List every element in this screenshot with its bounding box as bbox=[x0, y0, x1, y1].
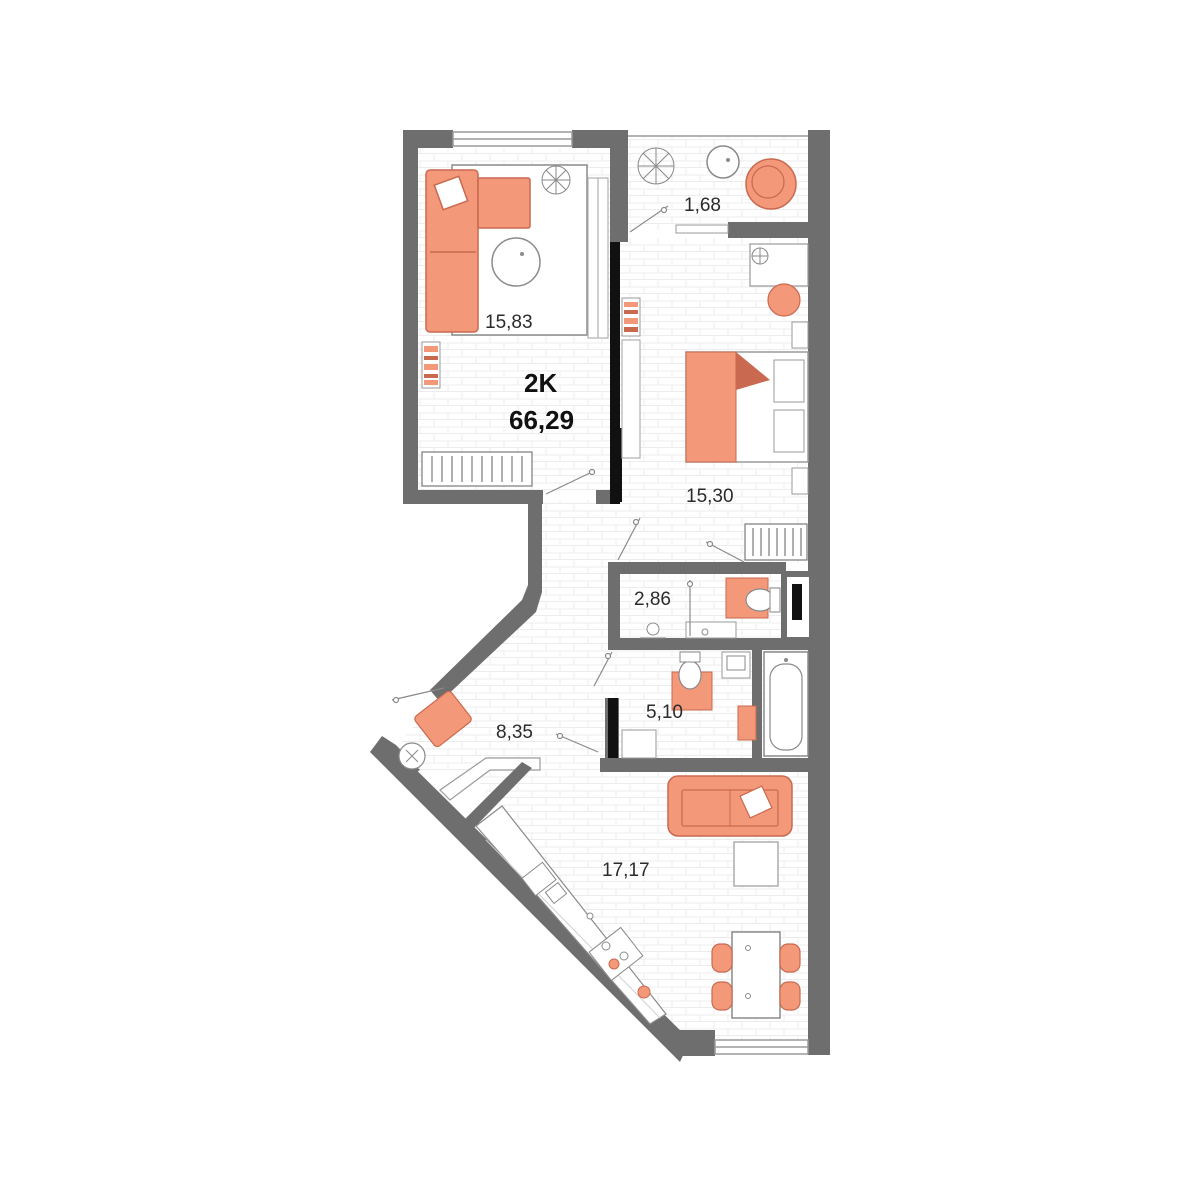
wall-east-outer bbox=[808, 130, 830, 1055]
sink-icon bbox=[685, 621, 737, 639]
wall-dark-shaft bbox=[792, 584, 802, 620]
chair-icon bbox=[767, 283, 801, 317]
wardrobe-icon bbox=[587, 177, 609, 339]
wall-bedroom-left-east-top bbox=[610, 130, 628, 242]
round-table-icon bbox=[398, 742, 426, 770]
bookshelf-icon bbox=[421, 341, 441, 389]
door-swing-icon bbox=[545, 468, 596, 495]
apartment-total-area: 66,29 bbox=[509, 405, 574, 435]
label-hallway-area: 8,35 bbox=[496, 722, 533, 743]
stove-icon bbox=[588, 926, 644, 982]
bookshelf-icon bbox=[621, 297, 641, 337]
wall-balcony-south bbox=[728, 222, 812, 238]
dining-table-icon bbox=[731, 931, 781, 1019]
bidet-icon bbox=[640, 622, 666, 639]
wardrobe-icon bbox=[621, 339, 641, 459]
wardrobe-icon bbox=[439, 757, 541, 830]
coffee-table-icon bbox=[733, 841, 779, 887]
door-swing-icon bbox=[593, 651, 613, 687]
wall-dark-bedroom-right-stub bbox=[612, 428, 622, 502]
wall-dark-bath bbox=[608, 698, 618, 758]
bedroom-right-furniture bbox=[621, 243, 809, 561]
sink-icon bbox=[521, 861, 568, 905]
washing-machine-icon bbox=[621, 729, 657, 759]
wall-toilet-west bbox=[608, 562, 620, 640]
wall-dark-bedroom-left bbox=[610, 242, 620, 504]
coffee-table-icon bbox=[491, 237, 541, 287]
side-table-icon bbox=[706, 145, 740, 179]
apartment-type: 2K bbox=[524, 368, 557, 398]
wall-kitchen-south-a bbox=[680, 1030, 715, 1056]
kitchen-living-furniture bbox=[475, 775, 801, 1025]
apartment-summary: 2K 66,29 bbox=[509, 368, 574, 435]
nightstand-top bbox=[791, 321, 809, 349]
doors bbox=[391, 205, 745, 753]
bathtub-icon bbox=[763, 651, 809, 757]
walls bbox=[370, 130, 830, 1062]
balcony-furniture bbox=[637, 145, 797, 234]
label-bathroom-area: 5,10 bbox=[646, 702, 683, 723]
door-swing-icon bbox=[617, 517, 641, 561]
hallway-furniture bbox=[398, 690, 541, 830]
wall-bathroom-divider bbox=[752, 648, 762, 758]
chair-icon bbox=[711, 943, 801, 1011]
bed-icon bbox=[685, 351, 809, 463]
door-swing-icon bbox=[686, 580, 694, 636]
bath-mat-icon bbox=[737, 705, 757, 741]
bedroom-left-furniture bbox=[421, 164, 609, 487]
faucet-icon bbox=[586, 912, 594, 920]
wall-bedroom-left-south bbox=[403, 490, 543, 504]
toilet-icon bbox=[725, 577, 781, 619]
wall-hallway-west bbox=[430, 504, 542, 702]
partition-walls-dark bbox=[608, 242, 802, 758]
label-toilet-area: 2,86 bbox=[634, 589, 671, 610]
wall-toilet-north bbox=[608, 562, 786, 574]
wall-kitchen-south-b bbox=[808, 1040, 830, 1055]
desk-icon bbox=[749, 243, 809, 317]
wall-kitchen-diagonal bbox=[370, 740, 690, 1062]
door-swing-icon bbox=[555, 732, 599, 753]
wall-bath-south bbox=[600, 758, 813, 772]
label-kitchen-living-area: 17,17 bbox=[602, 860, 650, 881]
toilet-room-furniture bbox=[640, 577, 781, 639]
sofa-icon bbox=[425, 169, 531, 333]
wall-toilet-south bbox=[608, 638, 813, 650]
sink-icon bbox=[721, 651, 751, 679]
plant-icon bbox=[637, 147, 675, 185]
sofa-icon bbox=[667, 775, 793, 837]
label-bedroom-right-area: 15,30 bbox=[686, 486, 734, 507]
nightstand-bottom bbox=[791, 467, 809, 495]
room-labels: 15,83 1,68 15,30 2,86 5,10 8,35 17,17 bbox=[485, 195, 734, 881]
door-swing-icon bbox=[629, 205, 669, 233]
bathroom-furniture bbox=[621, 651, 809, 759]
label-bedroom-left-area: 15,83 bbox=[485, 312, 533, 333]
balcony-threshold bbox=[675, 224, 729, 234]
radiator-icon bbox=[744, 523, 808, 561]
door-swing-icon bbox=[391, 687, 445, 704]
kitchen-stool-icon bbox=[637, 985, 651, 999]
radiator-icon bbox=[421, 451, 533, 487]
wall-bedroom-left-west bbox=[403, 130, 418, 504]
label-balcony-area: 1,68 bbox=[684, 195, 721, 216]
door-swing-icon bbox=[705, 540, 745, 563]
ottoman-icon bbox=[414, 690, 472, 748]
wall-bedroom-left-north-a bbox=[403, 130, 453, 148]
windows bbox=[452, 131, 809, 1055]
armchair-icon bbox=[745, 158, 797, 210]
plant-icon bbox=[541, 165, 571, 195]
toilet-icon bbox=[671, 651, 713, 711]
floor-kitchen-living bbox=[470, 770, 812, 1040]
